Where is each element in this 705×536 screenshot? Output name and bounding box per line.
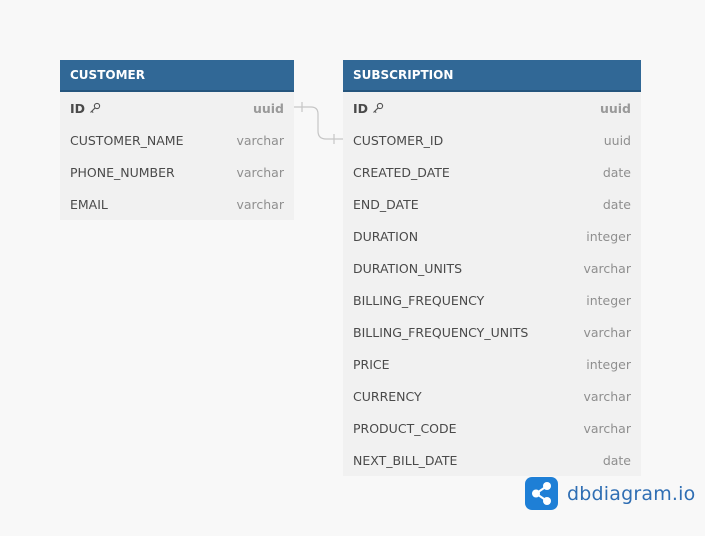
field-name-text: BILLING_FREQUENCY_UNITS — [353, 324, 529, 340]
field-type: varchar — [583, 420, 631, 436]
field-type: varchar — [583, 260, 631, 276]
field-row[interactable]: PRODUCT_CODE varchar — [343, 412, 641, 444]
field-name-text: DURATION — [353, 228, 419, 244]
field-name-text: PHONE_NUMBER — [70, 164, 175, 180]
field-row[interactable]: END_DATE date — [343, 188, 641, 220]
field-name: EMAIL — [70, 197, 108, 212]
dbdiagram-logo-icon — [525, 477, 558, 510]
field-name: ID — [70, 101, 101, 116]
field-type: integer — [586, 228, 631, 244]
brand-name: dbdiagram.io — [567, 482, 696, 505]
field-type: uuid — [603, 132, 631, 148]
brand[interactable]: dbdiagram.io — [525, 477, 695, 510]
field-name: BILLING_FREQUENCY_UNITS — [353, 325, 528, 340]
field-name: PHONE_NUMBER — [70, 165, 175, 180]
field-row[interactable]: ID uuid — [343, 92, 641, 124]
field-name: PRICE — [353, 357, 390, 372]
field-name-text: EMAIL — [70, 196, 108, 212]
key-icon — [373, 102, 384, 113]
field-name: CUSTOMER_ID — [353, 133, 443, 148]
field-row[interactable]: BILLING_FREQUENCY integer — [343, 284, 641, 316]
field-name: CUSTOMER_NAME — [70, 133, 184, 148]
field-name: BILLING_FREQUENCY — [353, 293, 484, 308]
field-row[interactable]: DURATION_UNITS varchar — [343, 252, 641, 284]
field-name: ID — [353, 101, 384, 116]
field-row[interactable]: PHONE_NUMBER varchar — [60, 156, 294, 188]
field-row[interactable]: DURATION integer — [343, 220, 641, 252]
field-name-text: CURRENCY — [353, 388, 422, 404]
field-name-text: BILLING_FREQUENCY — [353, 292, 485, 308]
field-name-text: NEXT_BILL_DATE — [353, 452, 458, 468]
field-name-text: END_DATE — [353, 196, 419, 212]
field-name: CURRENCY — [353, 389, 422, 404]
field-type: date — [602, 164, 631, 180]
field-name-text: ID — [353, 100, 369, 116]
field-type: uuid — [599, 100, 631, 116]
field-type: varchar — [236, 132, 284, 148]
field-name: CREATED_DATE — [353, 165, 450, 180]
field-name: DURATION_UNITS — [353, 261, 462, 276]
field-type: uuid — [252, 100, 284, 116]
field-row[interactable]: PRICE integer — [343, 348, 641, 380]
field-name: NEXT_BILL_DATE — [353, 453, 457, 468]
field-row[interactable]: CUSTOMER_ID uuid — [343, 124, 641, 156]
field-name-text: CUSTOMER_ID — [353, 132, 444, 148]
field-name-text: PRICE — [353, 356, 390, 372]
field-row[interactable]: CURRENCY varchar — [343, 380, 641, 412]
field-row[interactable]: NEXT_BILL_DATE date — [343, 444, 641, 476]
field-type: varchar — [236, 164, 284, 180]
field-row[interactable]: CUSTOMER_NAME varchar — [60, 124, 294, 156]
field-type: integer — [586, 356, 631, 372]
field-name-text: CUSTOMER_NAME — [70, 132, 184, 148]
key-icon — [90, 102, 101, 113]
table-header[interactable]: CUSTOMER — [60, 60, 294, 92]
field-type: varchar — [583, 324, 631, 340]
field-name-text: ID — [70, 100, 86, 116]
field-name: PRODUCT_CODE — [353, 421, 457, 436]
field-row[interactable]: ID uuid — [60, 92, 294, 124]
field-name-text: DURATION_UNITS — [353, 260, 463, 276]
field-row[interactable]: EMAIL varchar — [60, 188, 294, 220]
field-type: integer — [586, 292, 631, 308]
field-name: DURATION — [353, 229, 418, 244]
field-name-text: CREATED_DATE — [353, 164, 450, 180]
field-row[interactable]: CREATED_DATE date — [343, 156, 641, 188]
field-name-text: PRODUCT_CODE — [353, 420, 457, 436]
field-type: varchar — [583, 388, 631, 404]
table-header[interactable]: SUBSCRIPTION — [343, 60, 641, 92]
field-type: date — [602, 196, 631, 212]
field-type: date — [602, 452, 631, 468]
field-row[interactable]: BILLING_FREQUENCY_UNITS varchar — [343, 316, 641, 348]
field-type: varchar — [236, 196, 284, 212]
field-name: END_DATE — [353, 197, 419, 212]
